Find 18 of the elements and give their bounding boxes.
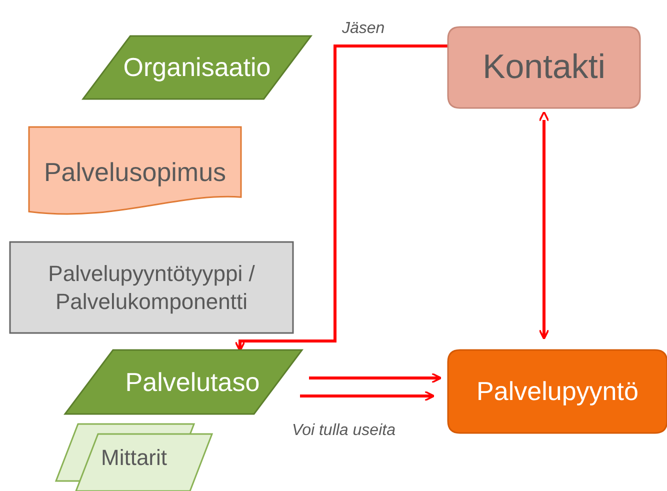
arrow xyxy=(538,111,550,340)
node-label: Palvelupyyntö xyxy=(476,375,638,408)
node-label: Kontakti xyxy=(482,47,606,88)
arrow xyxy=(300,390,435,402)
node-label: Palvelutaso xyxy=(125,366,260,398)
node-label: Organisaatio xyxy=(123,51,271,84)
document-shape xyxy=(29,127,241,218)
arrow xyxy=(309,372,442,384)
arrow xyxy=(234,44,448,352)
node-label: Palvelusopimus xyxy=(44,156,226,189)
metrics-parallelogram-stack xyxy=(56,424,212,491)
service-request-box xyxy=(448,350,667,433)
process-box xyxy=(10,242,293,333)
node-label: Mittarit xyxy=(101,444,167,472)
node-label: Palvelupyyntötyyppi / Palvelukomponentti xyxy=(47,260,256,315)
service-level-parallelogram xyxy=(65,350,302,414)
contact-box xyxy=(448,27,640,108)
organization-parallelogram xyxy=(83,36,311,99)
